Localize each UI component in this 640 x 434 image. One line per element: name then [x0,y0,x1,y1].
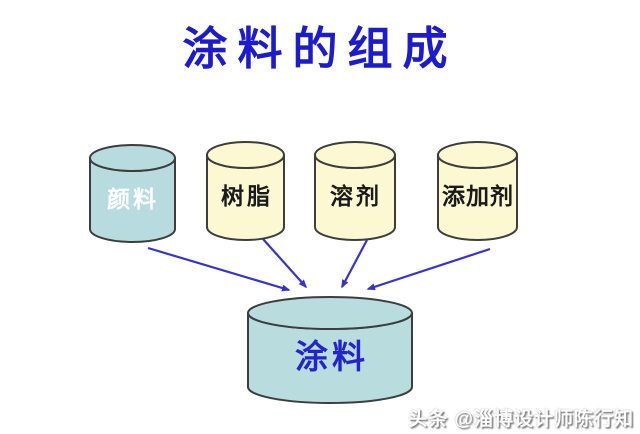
arrow-additive-to-coating [366,247,491,291]
page-title: 涂料的组成 [182,24,458,74]
cylinder-coating-label: 涂料 [295,338,369,376]
cylinder-pigment-label: 颜料 [107,186,159,212]
cylinder-solvent-label: 溶剂 [330,183,382,209]
cylinder-pigment-top [89,144,176,172]
cylinder-solvent: 溶剂 [314,141,396,241]
watermark: 头条 @淄博设计师陈行知 [408,409,634,430]
arrow-pigment-to-coating [147,246,291,292]
cylinder-additive-top [437,141,518,169]
arrow-solvent-to-coating [341,239,368,289]
cylinder-solvent-top [314,141,396,169]
arrow-resin-to-coating [262,238,308,289]
cylinder-coating: 涂料 [247,296,413,404]
flow-arrows [147,238,491,292]
cylinder-additive-label: 添加剂 [442,183,514,209]
cylinder-resin-label: 树脂 [221,183,273,209]
cylinder-coating-top [247,296,413,330]
cylinder-resin: 树脂 [206,141,285,241]
cylinder-resin-top [206,141,285,169]
cylinder-pigment: 颜料 [89,144,176,243]
cylinder-additive: 添加剂 [437,141,518,241]
